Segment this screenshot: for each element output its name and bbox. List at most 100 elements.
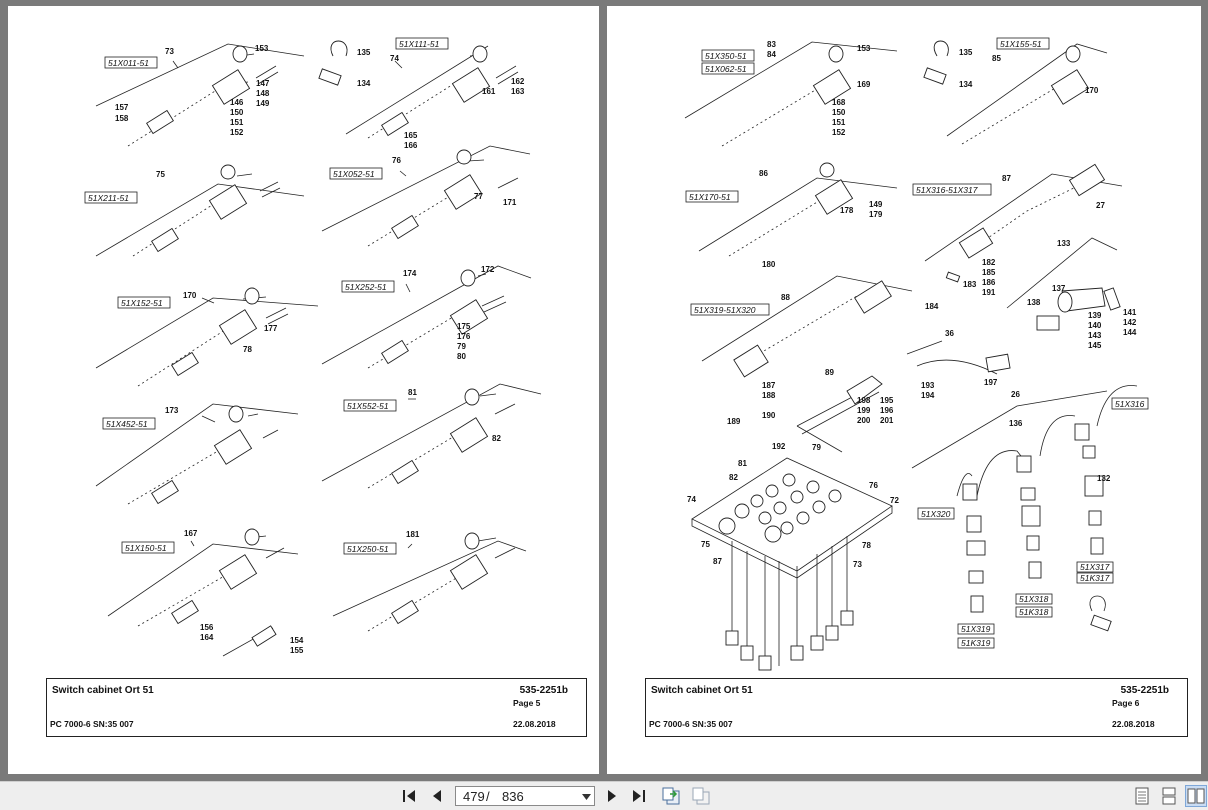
machine-serial: PC 7000-6 SN:35 007	[649, 719, 733, 729]
document-page-6: 51X350-51 51X062-51 51X155-51 51X170-51 …	[607, 6, 1201, 774]
drawing-number: 535-2251b	[1120, 685, 1169, 696]
callout: 150	[230, 108, 244, 117]
callout: 80	[457, 352, 466, 361]
callout: 145	[1088, 341, 1102, 350]
machine-serial: PC 7000-6 SN:35 007	[50, 719, 134, 729]
callout: 87	[1002, 174, 1011, 183]
callout: 36	[945, 329, 954, 338]
callout: 89	[825, 368, 834, 377]
connector-label: 51X111-51	[399, 39, 440, 49]
page-label: Page 5	[513, 698, 541, 708]
callout: 158	[115, 114, 129, 123]
callout: 200	[857, 416, 871, 425]
callout: 180	[762, 260, 776, 269]
connector-label: 51X552-51	[347, 401, 389, 411]
callout: 77	[474, 192, 483, 201]
callout: 175	[457, 322, 471, 331]
connector-label: 51X211-51	[88, 193, 129, 203]
callout: 196	[880, 406, 894, 415]
callout: 140	[1088, 321, 1102, 330]
callout: 195	[880, 396, 894, 405]
connector-label: 51K318	[1019, 607, 1049, 617]
current-page-number[interactable]: 479	[463, 789, 485, 804]
connector-label: 51X052-51	[333, 169, 375, 179]
callout: 199	[857, 406, 871, 415]
connector-label: 51X252-51	[345, 282, 387, 292]
callout: 149	[256, 99, 270, 108]
callout: 171	[503, 198, 517, 207]
callout: 82	[492, 434, 501, 443]
callout: 182	[982, 258, 996, 267]
single-page-view-icon[interactable]	[1131, 785, 1153, 807]
last-page-icon[interactable]	[628, 786, 650, 806]
parts-diagram-page-6: 51X350-51 51X062-51 51X155-51 51X170-51 …	[684, 37, 1149, 671]
callout: 150	[832, 108, 846, 117]
page-number-input[interactable]: 479 / 836	[455, 786, 595, 806]
callout: 165	[404, 131, 418, 140]
two-page-view-icon[interactable]	[1185, 785, 1207, 807]
callout: 152	[230, 128, 244, 137]
callout: 153	[255, 44, 269, 53]
parts-diagram-page-5: 51X011-51 51X111-51 51X211-51 51X052-51 …	[84, 37, 542, 657]
drawing-date: 22.08.2018	[1112, 719, 1155, 729]
callout: 163	[511, 87, 525, 96]
callout: 74	[687, 495, 696, 504]
callout: 134	[357, 79, 371, 88]
callout: 185	[982, 268, 996, 277]
connector-label: 51X319-51X320	[694, 305, 756, 315]
connector-label: 51K317	[1080, 573, 1110, 583]
drawing-date: 22.08.2018	[513, 719, 556, 729]
drawing-title: Switch cabinet Ort 51	[52, 685, 154, 696]
callout: 78	[862, 541, 871, 550]
callout: 84	[767, 50, 776, 59]
connector-label: 51X250-51	[347, 544, 389, 554]
page-label: Page 6	[1112, 698, 1140, 708]
callout: 198	[857, 396, 871, 405]
callout: 164	[200, 633, 214, 642]
callout: 135	[357, 48, 371, 57]
callout: 72	[890, 496, 899, 505]
prev-page-icon[interactable]	[426, 786, 448, 806]
next-page-icon[interactable]	[601, 786, 623, 806]
callout: 138	[1027, 298, 1041, 307]
chevron-down-icon[interactable]	[582, 794, 591, 800]
callout: 170	[1085, 86, 1099, 95]
callout: 166	[404, 141, 418, 150]
callout: 152	[832, 128, 846, 137]
callout: 154	[290, 636, 304, 645]
callout: 73	[165, 47, 174, 56]
callout: 85	[992, 54, 1001, 63]
callout: 132	[1097, 474, 1111, 483]
callout: 135	[959, 48, 973, 57]
extract-page-icon[interactable]	[660, 786, 682, 806]
callout: 76	[869, 481, 878, 490]
callout: 81	[738, 459, 747, 468]
callout: 170	[183, 291, 197, 300]
connector-label: 51X452-51	[106, 419, 148, 429]
callout: 177	[264, 324, 278, 333]
connector-label: 51K319	[961, 638, 991, 648]
callout: 134	[959, 80, 973, 89]
callout: 149	[869, 200, 883, 209]
first-page-icon[interactable]	[398, 786, 420, 806]
callout: 82	[729, 473, 738, 482]
connector-label: 51X316	[1115, 399, 1145, 409]
callout: 133	[1057, 239, 1071, 248]
connector-label: 51X011-51	[108, 58, 149, 68]
callout: 153	[857, 44, 871, 53]
callout: 79	[812, 443, 821, 452]
callout: 162	[511, 77, 525, 86]
callout: 88	[781, 293, 790, 302]
connector-label: 51X150-51	[125, 543, 167, 553]
connector-label: 51X316-51X317	[916, 185, 978, 195]
callout: 148	[256, 89, 270, 98]
rotate-page-icon[interactable]	[690, 786, 712, 806]
callout: 81	[408, 388, 417, 397]
callout: 139	[1088, 311, 1102, 320]
callout: 75	[701, 540, 710, 549]
callout: 181	[406, 530, 420, 539]
callout: 136	[1009, 419, 1023, 428]
callout: 194	[921, 391, 935, 400]
callout: 151	[230, 118, 244, 127]
continuous-view-icon[interactable]	[1158, 785, 1180, 807]
